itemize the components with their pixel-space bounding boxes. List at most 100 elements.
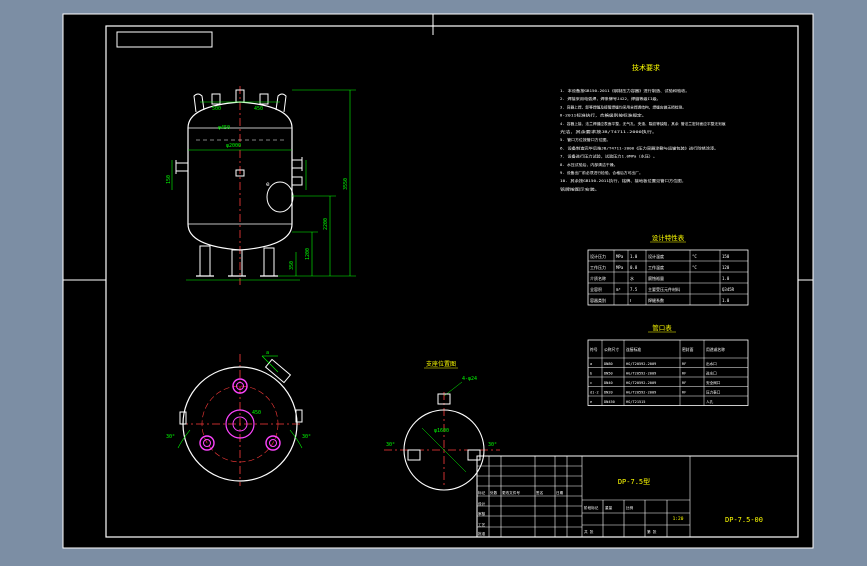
label-height-leg: 350 [289, 261, 295, 270]
nozzle-cell: a [590, 362, 592, 366]
tech-line: 10. 其余按GB150-2011执行，铭牌、接地板位置见管口方位图， [560, 178, 686, 183]
title-cell-label: 重量 [605, 505, 613, 510]
tech-line: 8. 水压试验后，内部清洁干燥。 [560, 162, 618, 167]
side-nozzle-right-low [291, 176, 303, 186]
nozzle-cell: 安全阀口 [706, 380, 721, 385]
technical-requirements: 技术要求 1. 本设备按GB150-2011《钢制压力容器》进行制造、试验和验收… [560, 63, 726, 191]
nozzle-header-cell: 公称尺寸 [604, 347, 619, 352]
nozzle-table-frame [587, 339, 749, 406]
plan-angle-arc-right [289, 429, 303, 449]
tech-line: 1. 本设备按GB150-2011《钢制压力容器》进行制造、试验和验收。 [560, 88, 690, 93]
label-manhole: e [266, 181, 270, 188]
label-nozzle-dim-a: 500 [212, 106, 221, 112]
support-location-view: 支座位置图 4-φ24 φ1600 30° 30° [384, 360, 500, 491]
plan-nozzle-3 [265, 435, 281, 451]
nozzle-header-cell: 密封面 [682, 347, 694, 352]
nozzle-cell: d1-2 [590, 391, 599, 395]
tech-line: 3. 容器上焊、卸等焊缝及接管焊缝均采用全焊透结构，焊缝应做无损检测。 [560, 104, 686, 109]
plan-nozzle-3-inner [269, 439, 277, 447]
support-pad-left [407, 449, 421, 461]
title-cell-label: 第 张 [647, 529, 657, 534]
design-cell: 0.8 [630, 265, 638, 270]
label-angle-b: 30° [302, 434, 311, 440]
design-cell: 介质名称 [590, 275, 606, 281]
nameplate [235, 169, 245, 177]
tech-line: 6. 设备制造完毕后按JB/T4711-2000《压力容器涂敷与运输包装》进行除… [560, 145, 718, 150]
support-pad-top [437, 393, 451, 405]
tech-line: Ⅱ-2011标准执行，合格级别按标准规定。 [560, 113, 646, 118]
nozzle-cell: RF [682, 391, 686, 395]
tech-line: 7. 设备进行压力试验，试验压力1.0MPa（水压）。 [560, 154, 657, 159]
nozzle-header-cell: 符号 [590, 347, 598, 352]
support-circle [403, 409, 485, 491]
design-cell: °C [692, 265, 697, 270]
nozzle-cell: HG/T20592-2009 [626, 381, 656, 385]
nozzle-cell: 进水口 [706, 371, 717, 376]
design-cell: 工作温度 [648, 264, 664, 270]
plan-nozzle-1 [232, 378, 248, 394]
tech-line: 4. 容器上接、法兰焊缝应表面平整，无气孔、夹渣、裂纹等缺陷，其余 管法兰密封面… [560, 121, 726, 126]
design-cell: 腐蚀裕量 [648, 275, 664, 281]
design-cell: °C [692, 254, 697, 259]
nozzle-cell: b [590, 372, 592, 376]
title-cell-label: 共 张 [584, 529, 594, 534]
design-cell: 工作压力 [590, 264, 606, 270]
plan-nozzle-2-inner [203, 439, 211, 447]
nozzle-cell: 压力表口 [706, 390, 721, 395]
title-scale: 1:20 [673, 516, 684, 522]
design-cell: 水 [630, 275, 634, 281]
plan-flange-right [295, 409, 303, 423]
tech-line: 铭牌按图示安装。 [560, 186, 600, 191]
inner-frame [105, 25, 799, 538]
design-cell: 容器类别 [590, 297, 606, 303]
design-cell: Ⅰ [630, 298, 631, 303]
nozzle-cell: 人孔 [706, 399, 714, 404]
plan-flange-left [179, 411, 187, 425]
nozzle-cell: e [590, 400, 592, 404]
title-drawing-name: DP-7.5型 [618, 477, 650, 486]
title-change-grid [477, 456, 583, 537]
design-cell: 全容积 [590, 286, 602, 292]
design-cell: 设计温度 [648, 253, 664, 259]
nozzle-cell: HG/T20592-2009 [626, 372, 656, 376]
plan-center-nozzle-inner [232, 416, 248, 432]
nozzle-cell: c [590, 381, 592, 385]
drawing-code-box [116, 31, 213, 48]
title-cell-label: 签名 [536, 490, 544, 495]
tech-line: 2. 焊接采用电弧焊，焊条牌号J422，焊缝等级II级。 [560, 96, 661, 101]
top-nozzle-right [259, 93, 269, 105]
nozzle-cell: DN450 [604, 400, 615, 404]
design-cell: 7.5 [630, 287, 638, 292]
plan-leader [261, 355, 279, 373]
label-support-angle-a: 30° [386, 442, 395, 448]
plan-angle-arc-left [177, 429, 191, 449]
vessel-plan-view: a 30° 30° 450 [166, 350, 311, 486]
support-note: 4-φ24 [462, 376, 477, 382]
top-nozzle-left [211, 93, 221, 105]
design-cell: 1.0 [722, 298, 730, 303]
nozzle-cell: HG/T20592-2009 [626, 362, 656, 366]
tech-line: 光洁，其余要求按JB/T4711-2000执行。 [560, 129, 657, 134]
title-cell-label: 处数 [490, 490, 498, 495]
label-support-dim: φ1600 [434, 428, 449, 434]
title-cell-label: 工艺 [478, 522, 486, 527]
lifting-lug-right [275, 93, 287, 113]
design-cell: m³ [616, 287, 621, 292]
design-cell: MPa [616, 265, 624, 270]
manhole-ellipse [266, 181, 294, 213]
label-nozzle-dim-b: 450 [254, 106, 263, 112]
nozzle-cell: HG/T21515 [626, 400, 645, 404]
tech-title: 技术要求 [632, 63, 660, 72]
title-block: DP-7.5型 DP-7.5-00 1:20 标记处数更改文件号签名日期设计审核… [476, 455, 799, 538]
title-drawing-no: DP-7.5-00 [725, 516, 763, 524]
title-cell-label: 比例 [626, 505, 634, 510]
nozzle-cell: RF [682, 381, 686, 385]
outer-frame [62, 13, 814, 549]
nozzle-cell: RF [682, 372, 686, 376]
support-pad-right [467, 449, 481, 461]
title-cell-label: 更改文件号 [502, 490, 520, 495]
